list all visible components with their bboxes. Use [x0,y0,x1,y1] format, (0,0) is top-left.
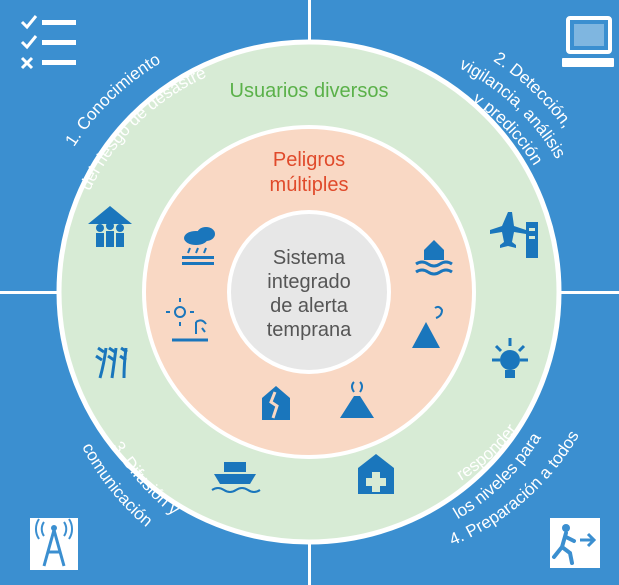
health-hospital-icon [358,454,394,494]
center-circle [227,210,391,374]
outer-ring-label: Usuarios diversos [230,80,389,102]
lightbulb-energy-icon [492,338,528,378]
storm-flood-icon [182,227,215,265]
airport-icon [490,212,538,258]
middle-ring-label-line1: Peligros [273,149,345,171]
agriculture-wheat-icon [95,346,128,379]
computer-monitor-icon [562,16,614,67]
landslide-wind-icon [412,305,444,348]
center-line-4: temprana [267,319,352,341]
drought-heat-icon [166,298,208,342]
coastal-flood-house-icon [415,240,453,276]
checklist-icon [20,15,76,70]
community-shelter-icon [88,206,132,247]
emergency-exit-icon [550,518,600,568]
middle-ring-label-line2: múltiples [270,174,349,196]
shipping-boat-icon [211,462,261,493]
center-line-2: integrado [267,271,350,293]
center-line-3: de alerta [270,295,349,317]
center-line-1: Sistema [273,247,346,269]
earthquake-icon [262,386,290,420]
radio-tower-icon [30,518,78,570]
volcano-icon [340,381,374,418]
